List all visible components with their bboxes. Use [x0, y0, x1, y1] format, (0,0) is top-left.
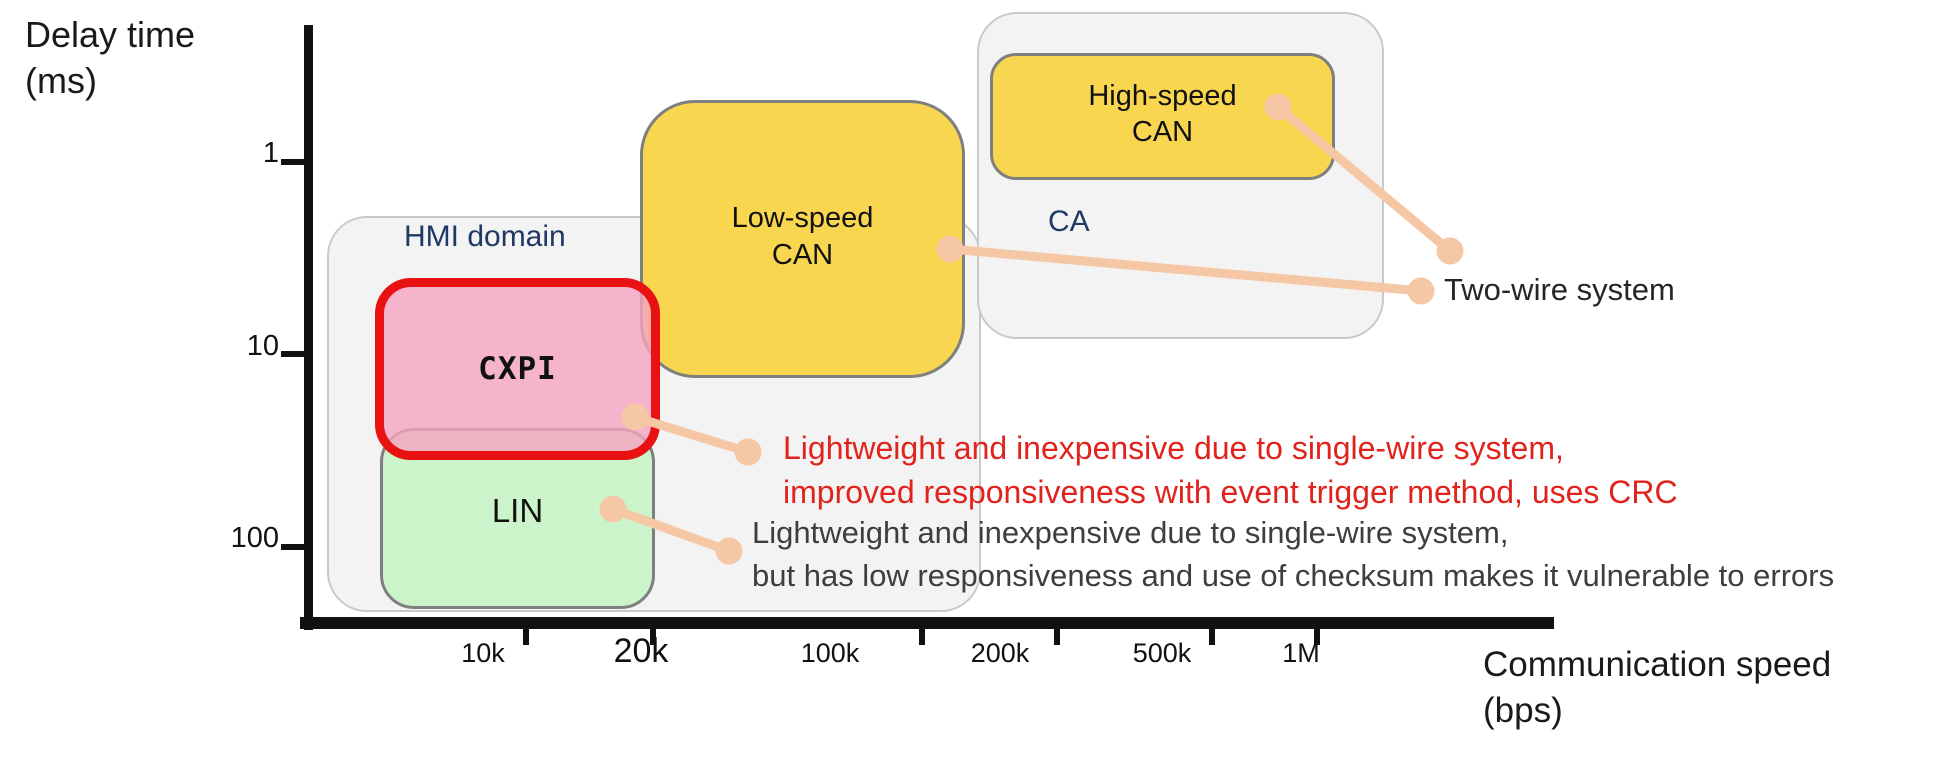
y-axis-title: Delay time (ms) [25, 12, 195, 104]
x-tick-label-1M: 1M [1282, 638, 1320, 668]
cxpi-label: CXPI [478, 351, 557, 387]
cxpi-annotation-line2: improved responsiveness with event trigg… [783, 474, 1678, 510]
high-speed-can-label-line2: CAN [1131, 115, 1194, 148]
y-tick [281, 351, 306, 357]
low-speed-can-label-line1: Low-speed [731, 202, 874, 234]
x-tick-label-500k: 500k [1132, 638, 1192, 668]
cxpi-annotation-line1: Lightweight and inexpensive due to singl… [783, 430, 1564, 466]
y-tick [281, 544, 306, 550]
x-tick-label-20k: 20k [613, 632, 669, 670]
x-axis-line [300, 617, 1554, 629]
x-tick-label-200k: 200k [970, 638, 1030, 668]
connector-dot [1436, 237, 1464, 265]
x-tick [919, 628, 925, 645]
y-tick-label-1: 1 [262, 137, 279, 169]
x-axis-title: Communication speed (bps) [1483, 642, 1831, 734]
high-speed-can-label-line1: High-speed [1088, 79, 1237, 112]
x-tick [650, 628, 656, 645]
two-wire-system-label: Two-wire system [1444, 272, 1675, 307]
y-tick-label-10: 10 [246, 330, 279, 362]
hmi-domain-label: HMI domain [404, 220, 566, 253]
cxpi-box: CXPI [375, 278, 660, 460]
y-axis-line [304, 25, 313, 630]
connector-dot [1407, 277, 1435, 305]
low-speed-can-box: Low-speed CAN [640, 100, 965, 378]
x-axis-title-line2: (bps) [1483, 691, 1563, 730]
x-tick [1209, 628, 1215, 645]
ca-domain-label: CA [1048, 205, 1090, 238]
y-tick-label-100: 100 [230, 522, 279, 554]
x-tick-label-100k: 100k [800, 638, 860, 668]
x-tick [523, 628, 529, 645]
lin-annotation-line1: Lightweight and inexpensive due to singl… [752, 515, 1509, 550]
y-axis-title-line2: (ms) [25, 60, 97, 101]
y-axis-title-line1: Delay time [25, 14, 196, 55]
x-tick [1314, 628, 1320, 645]
lin-annotation: Lightweight and inexpensive due to singl… [752, 511, 1834, 597]
high-speed-can-box: High-speed CAN [990, 53, 1335, 180]
low-speed-can-label-line2: CAN [771, 239, 834, 271]
cxpi-annotation: Lightweight and inexpensive due to singl… [783, 426, 1678, 514]
x-tick [1054, 628, 1060, 645]
lin-annotation-line2: but has low responsiveness and use of ch… [752, 558, 1835, 593]
x-tick-label-10k: 10k [461, 638, 505, 668]
x-axis-title-line1: Communication speed [1483, 645, 1832, 684]
y-tick [281, 159, 306, 165]
lin-label: LIN [491, 491, 544, 529]
